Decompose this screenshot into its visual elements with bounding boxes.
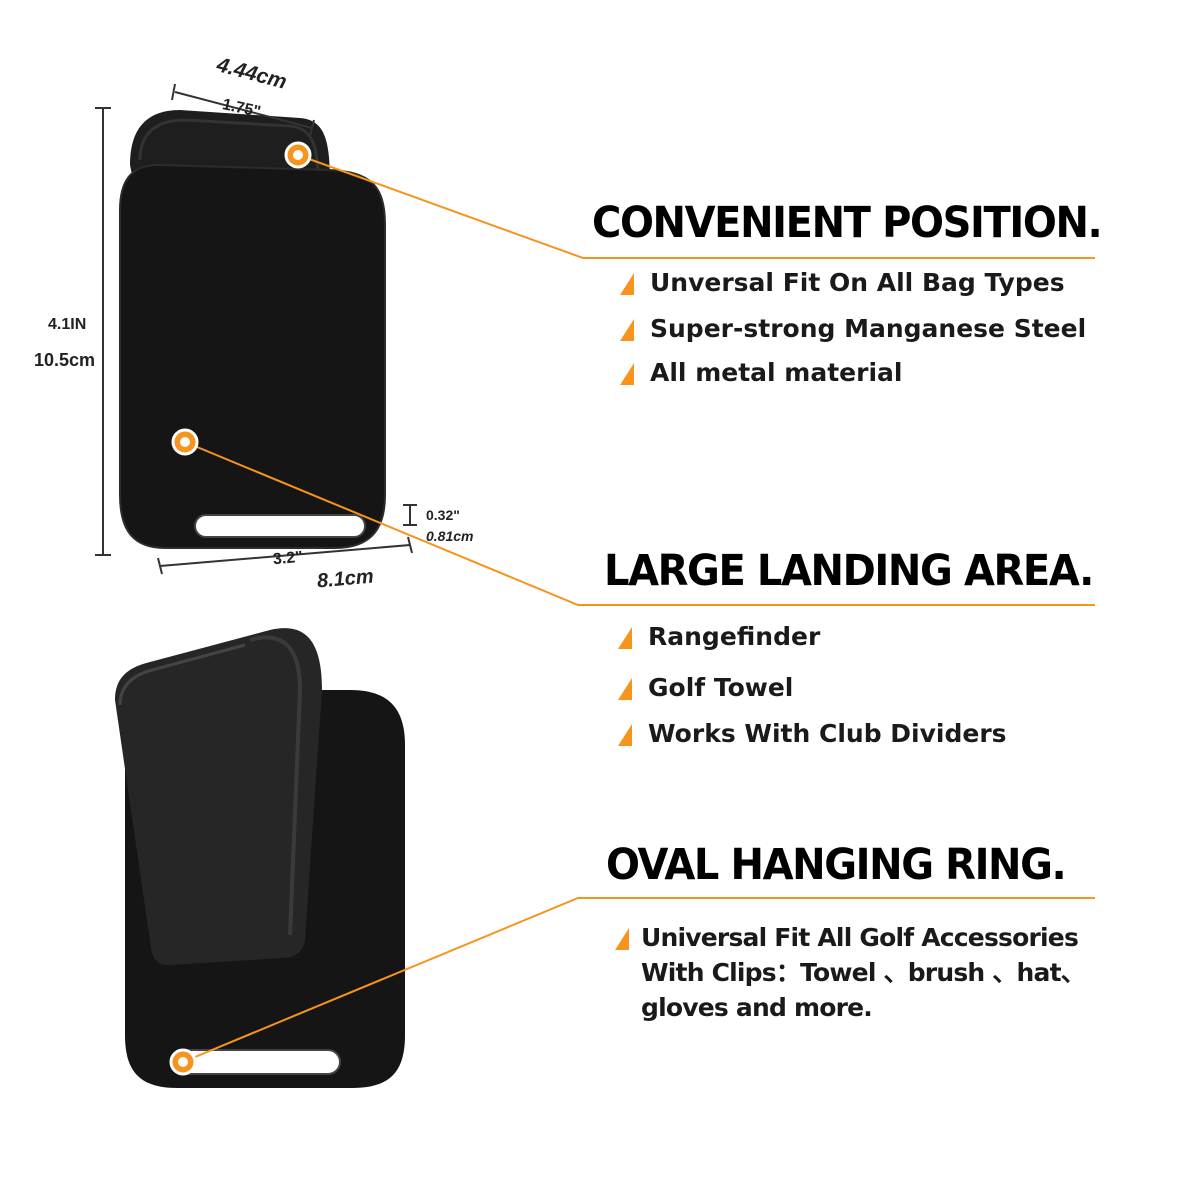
dim-bottom-cm: 8.1cm (316, 565, 375, 593)
triangle-bullet-icon (620, 319, 634, 341)
triangle-bullet-icon (615, 928, 629, 950)
triangle-bullet-icon (620, 273, 634, 295)
clip-tongue-angled (115, 628, 322, 966)
list-item: All metal material (620, 358, 1086, 402)
triangle-bullet-icon (618, 724, 632, 746)
callout-lines (182, 154, 1095, 1063)
section-bullets-position: Unversal Fit On All Bag Types Super-stro… (620, 268, 1086, 402)
section-title-ring: OVAL HANGING RING. (606, 840, 1067, 890)
triangle-bullet-icon (618, 678, 632, 700)
dim-slot-cm: 0.81cm (426, 528, 474, 544)
paragraph-line: Universal Fit All Golf Accessories (641, 923, 1079, 952)
clip-plate (120, 164, 385, 548)
dim-height-in: 4.1IN (48, 316, 87, 333)
dimension-lines (95, 83, 417, 575)
list-item: Rangefinder (618, 622, 1007, 673)
dim-bottom-in: 3.2" (272, 548, 304, 569)
clip-top-view (119, 110, 386, 549)
list-item: Super-strong Manganese Steel (620, 314, 1086, 358)
section-bullets-landing: Rangefinder Golf Towel Works With Club D… (618, 622, 1007, 765)
paragraph-line: gloves and more. (641, 993, 873, 1022)
hanging-slot (194, 514, 366, 538)
dim-slot-in: 0.32" (426, 507, 460, 523)
section-title-landing: LARGE LANDING AREA. (604, 546, 1094, 596)
section-title-position: CONVENIENT POSITION. (592, 198, 1103, 248)
triangle-bullet-icon (618, 627, 632, 649)
clip-angled-view (115, 628, 405, 1088)
list-item: Unversal Fit On All Bag Types (620, 268, 1086, 314)
dim-height-cm: 10.5cm (34, 350, 96, 370)
list-item: Works With Club Dividers (618, 719, 1007, 765)
triangle-bullet-icon (620, 363, 634, 385)
section-paragraph-ring: Universal Fit All Golf Accessories With … (615, 920, 1086, 1025)
paragraph-line: With Clips：Towel 、brush 、hat、 (641, 958, 1086, 987)
list-item: Golf Towel (618, 673, 1007, 719)
callout-dots (169, 141, 312, 1076)
